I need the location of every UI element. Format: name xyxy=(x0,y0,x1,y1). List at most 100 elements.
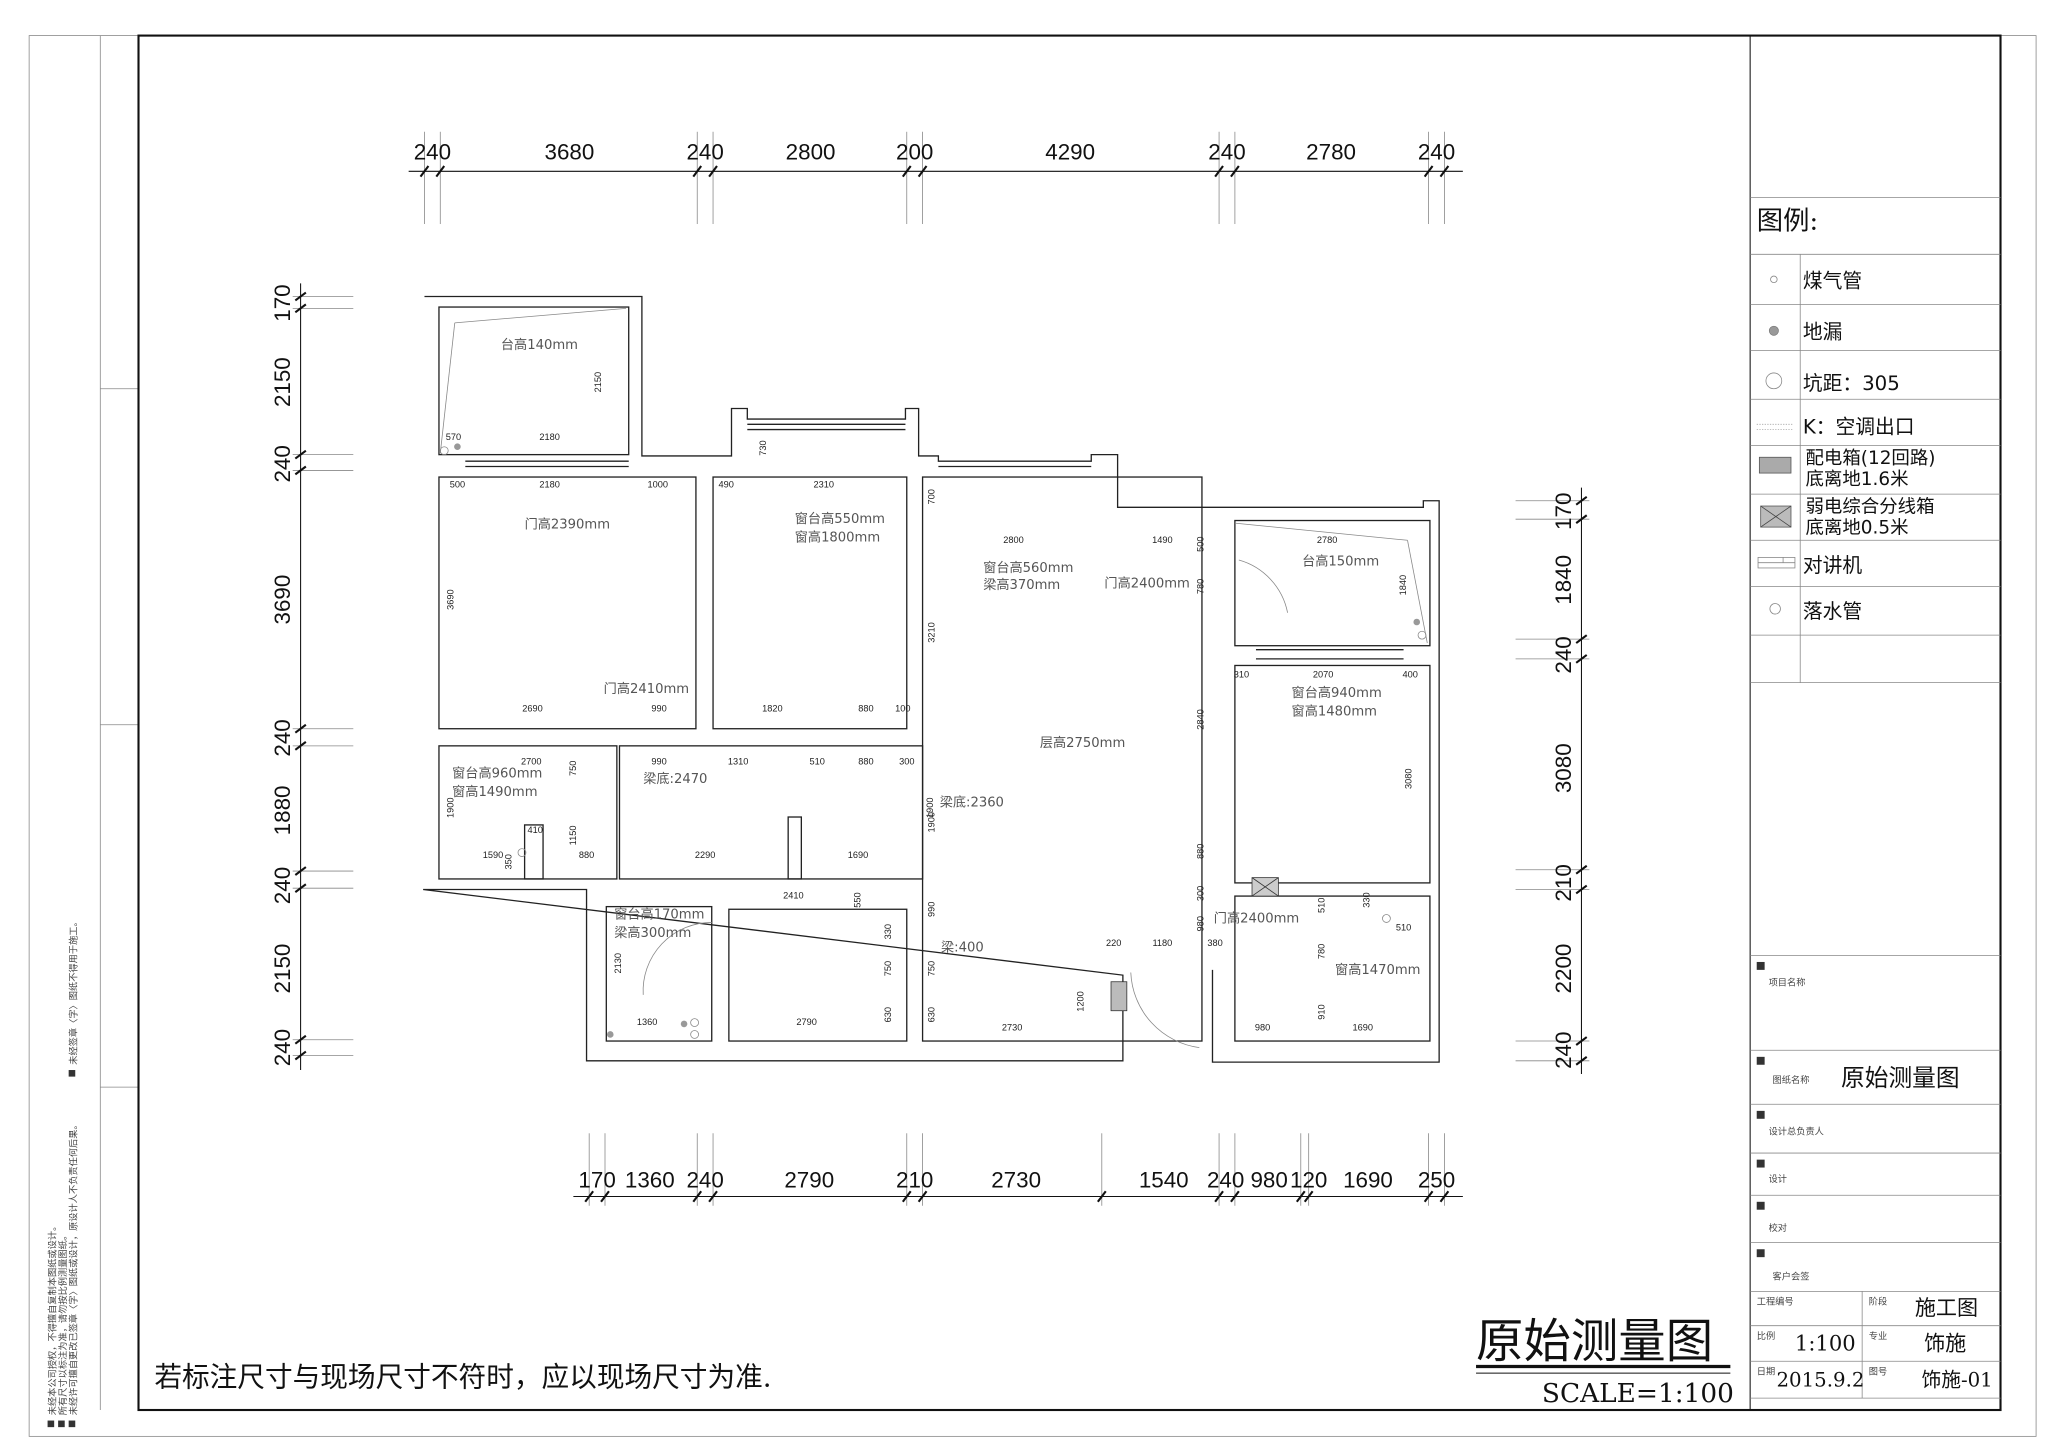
dimension-tick xyxy=(1214,1190,1224,1203)
dimension-tick xyxy=(1303,1190,1314,1203)
floor-plan xyxy=(423,295,1440,1063)
dimension-tick xyxy=(708,1190,718,1203)
dimension-tick xyxy=(1439,165,1450,178)
dimension-top: 200 xyxy=(896,139,933,164)
room-annotation: 门高2400mm xyxy=(1214,909,1299,926)
dimension-tick xyxy=(294,465,307,476)
dimension-tick xyxy=(901,165,912,178)
dimension-tick xyxy=(1575,495,1588,506)
outer-wall xyxy=(423,295,1440,1063)
plan-dimension: 990 xyxy=(926,902,936,917)
plan-dimension: 310 xyxy=(1234,669,1249,679)
gas-pipe-icon xyxy=(690,1018,699,1027)
side-note-4: 未经签章〈字〉图纸不得用于施工。 xyxy=(68,917,80,1065)
stage-value: 施工图 xyxy=(1915,1295,1978,1320)
dimension-bottom: 170 xyxy=(578,1167,615,1192)
plan-dimension: 350 xyxy=(503,854,513,869)
plan-dimension: 980 xyxy=(1255,1022,1270,1032)
distribution-box-icon xyxy=(1110,981,1128,1012)
plan-dimension: 2310 xyxy=(813,480,834,490)
weak-current-box-icon xyxy=(1251,877,1279,897)
dimension-bottom: 240 xyxy=(1207,1167,1244,1192)
dimension-tick xyxy=(692,1190,703,1203)
plan-dimension: 1490 xyxy=(1152,535,1173,545)
plan-dimension: 2800 xyxy=(1003,535,1024,545)
plan-dimension: 1820 xyxy=(762,704,783,714)
plan-dimension: 630 xyxy=(926,1007,936,1022)
room-annotation: 梁高370mm xyxy=(983,576,1060,593)
toilet-pit-icon xyxy=(517,848,527,857)
scale-label: 比例 xyxy=(1757,1330,1775,1342)
dimension-left: 240 xyxy=(270,1029,295,1066)
dimension-tick xyxy=(294,1034,307,1045)
dimension-top: 240 xyxy=(1208,139,1245,164)
room-annotation: 门高2390mm xyxy=(525,515,610,532)
room-annotation: 窗台高560mm xyxy=(983,559,1073,576)
ac-outlet-icon xyxy=(1756,423,1794,430)
legend-item-label: K：空调出口 xyxy=(1803,416,1915,439)
plan-dimension: 1200 xyxy=(1075,991,1085,1012)
plan-dimension: 1840 xyxy=(1398,575,1408,596)
bathroom-top-right xyxy=(1234,519,1431,647)
dimension-bottom: 1690 xyxy=(1343,1167,1393,1192)
plan-dimension: 330 xyxy=(1361,892,1371,907)
plan-dimension: 410 xyxy=(527,825,542,835)
dimension-left: 170 xyxy=(270,284,295,321)
project-name-label: 项目名称 xyxy=(1769,977,1806,989)
discipline-value: 饰施 xyxy=(1924,1331,1966,1356)
room-annotation: 台高150mm xyxy=(1302,552,1379,569)
toilet-pit-icon xyxy=(1765,372,1783,390)
dimension-bottom: 210 xyxy=(896,1167,933,1192)
gas-pipe-icon xyxy=(1770,275,1778,284)
legend-item-label: 对讲机 xyxy=(1803,554,1863,577)
dimension-left: 3690 xyxy=(270,575,295,625)
plan-dimension: 1360 xyxy=(637,1017,658,1027)
side-note-1: 未经本公司授权，不得擅自复制本图纸或设计。 xyxy=(46,1222,58,1416)
plan-dimension: 1900 xyxy=(926,812,936,833)
floor-drain-icon xyxy=(606,1031,614,1038)
discipline-label: 专业 xyxy=(1869,1330,1887,1342)
dimension-top: 2780 xyxy=(1306,139,1356,164)
plan-dimension: 1590 xyxy=(483,850,504,860)
dimension-tick xyxy=(692,165,703,178)
dimension-right: 1840 xyxy=(1551,555,1576,605)
dimension-bottom: 980 xyxy=(1250,1167,1287,1192)
dimension-bottom: 2790 xyxy=(784,1167,834,1192)
plan-dimension: 510 xyxy=(1316,898,1326,913)
dimension-bottom: 240 xyxy=(686,1167,723,1192)
room-annotation: 门高2410mm xyxy=(604,680,689,697)
dimension-tick xyxy=(917,165,928,178)
dimension-tick xyxy=(1423,1190,1434,1203)
storage xyxy=(605,905,713,1042)
room-annotation: 梁:400 xyxy=(941,939,984,955)
balcony-room xyxy=(438,306,630,456)
dimension-tick xyxy=(294,883,307,893)
dimension-tick xyxy=(419,165,430,178)
weak-current-box-icon xyxy=(1760,505,1792,528)
plan-dimension: 730 xyxy=(758,440,768,455)
plan-dimension: 100 xyxy=(895,704,910,714)
dimension-tick xyxy=(1575,884,1588,895)
legend-item-label: 底离地1.6米 xyxy=(1805,469,1908,490)
plan-dimension: 1690 xyxy=(848,850,869,860)
dimension-bottom: 1360 xyxy=(625,1167,675,1192)
floor-drain-icon xyxy=(1413,618,1421,626)
dimension-bottom: 1540 xyxy=(1139,1167,1189,1192)
plan-dimension: 3210 xyxy=(926,622,936,643)
downpipe-icon xyxy=(1769,603,1781,615)
dimension-bottom: 250 xyxy=(1418,1167,1455,1192)
legend-item-label: 煤气管 xyxy=(1803,269,1862,292)
room-bottom-right xyxy=(1234,895,1431,1042)
dimension-tick xyxy=(1575,514,1588,524)
plan-dimension: 980 xyxy=(1195,916,1205,931)
door-swing xyxy=(1238,559,1288,613)
room-annotation: 梁底:2470 xyxy=(643,771,707,787)
room-annotation: 窗台高940mm xyxy=(1292,684,1382,701)
dimension-tick xyxy=(294,866,307,876)
dimension-tick xyxy=(584,1190,594,1203)
sheet-no-value: 饰施-01 xyxy=(1921,1368,1992,1391)
stage-label: 阶段 xyxy=(1869,1296,1887,1308)
legend-item-label: 底离地0.5米 xyxy=(1805,518,1908,539)
dimension-tick xyxy=(1575,654,1588,664)
